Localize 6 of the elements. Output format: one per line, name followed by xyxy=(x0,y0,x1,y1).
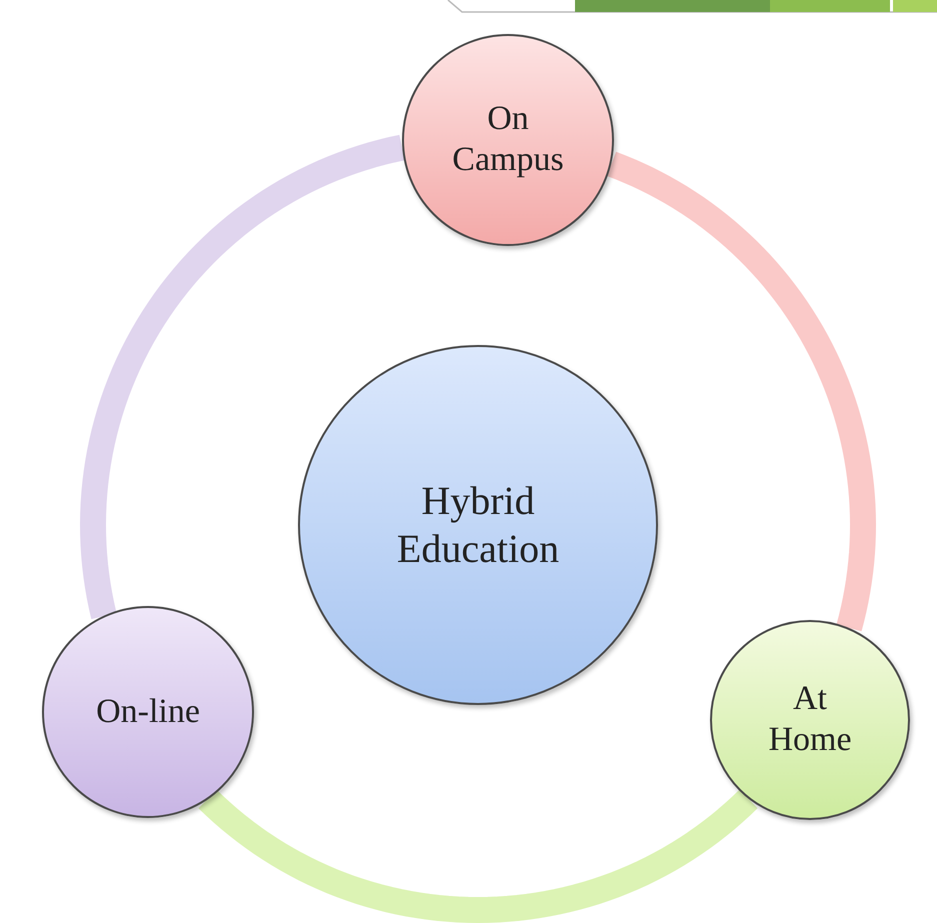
ring-arc-connector xyxy=(80,134,405,620)
node-label: At Home xyxy=(767,679,853,760)
node-label: On Campus xyxy=(451,99,565,180)
node-label: On-line xyxy=(95,692,201,732)
ring-arc-connector xyxy=(198,790,758,923)
node-label: Hybrid Education xyxy=(396,477,560,573)
